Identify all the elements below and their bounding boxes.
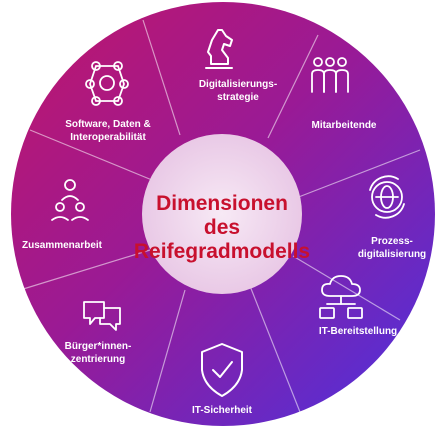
segment-label-prozessdigitalisierung-1: Prozess- — [371, 236, 413, 247]
cloud-network-icon — [319, 275, 363, 319]
collaboration-people-icon — [51, 179, 89, 221]
segment-label-digitalisierungsstrategie-2: strategie — [217, 92, 259, 103]
segment-label-buergerzentrierung-2: zentrierung — [71, 354, 125, 365]
segment-label-zusammenarbeit: Zusammenarbeit — [22, 240, 103, 251]
segment-label-buergerzentrierung-1: Bürger*innen- — [65, 341, 132, 352]
segment-label-mitarbeitende: Mitarbeitende — [311, 120, 376, 131]
segment-label-it-bereitstellung: IT-Bereitstellung — [319, 326, 397, 337]
people-group-icon — [311, 57, 349, 93]
segment-label-it-sicherheit: IT-Sicherheit — [192, 405, 253, 416]
chess-knight-icon — [205, 29, 233, 69]
center-title-line-3: Reifegradmodells — [134, 240, 310, 263]
center-title-line-1: Dimensionen — [156, 192, 288, 215]
globe-sync-icon — [369, 175, 405, 219]
center-title-line-2: des — [204, 216, 240, 239]
segment-label-software-daten-2: Interoperabilität — [70, 132, 146, 143]
segment-label-software-daten-1: Software, Daten & — [65, 119, 151, 130]
segment-dividers — [19, 19, 421, 413]
speech-bubbles-icon — [83, 301, 121, 331]
center-circle — [142, 134, 302, 294]
network-nodes-icon — [85, 61, 129, 106]
segment-label-prozessdigitalisierung-2: digitalisierung — [358, 249, 426, 260]
segment-label-digitalisierungsstrategie-1: Digitalisierungs- — [199, 79, 277, 90]
shield-check-icon — [201, 343, 243, 397]
